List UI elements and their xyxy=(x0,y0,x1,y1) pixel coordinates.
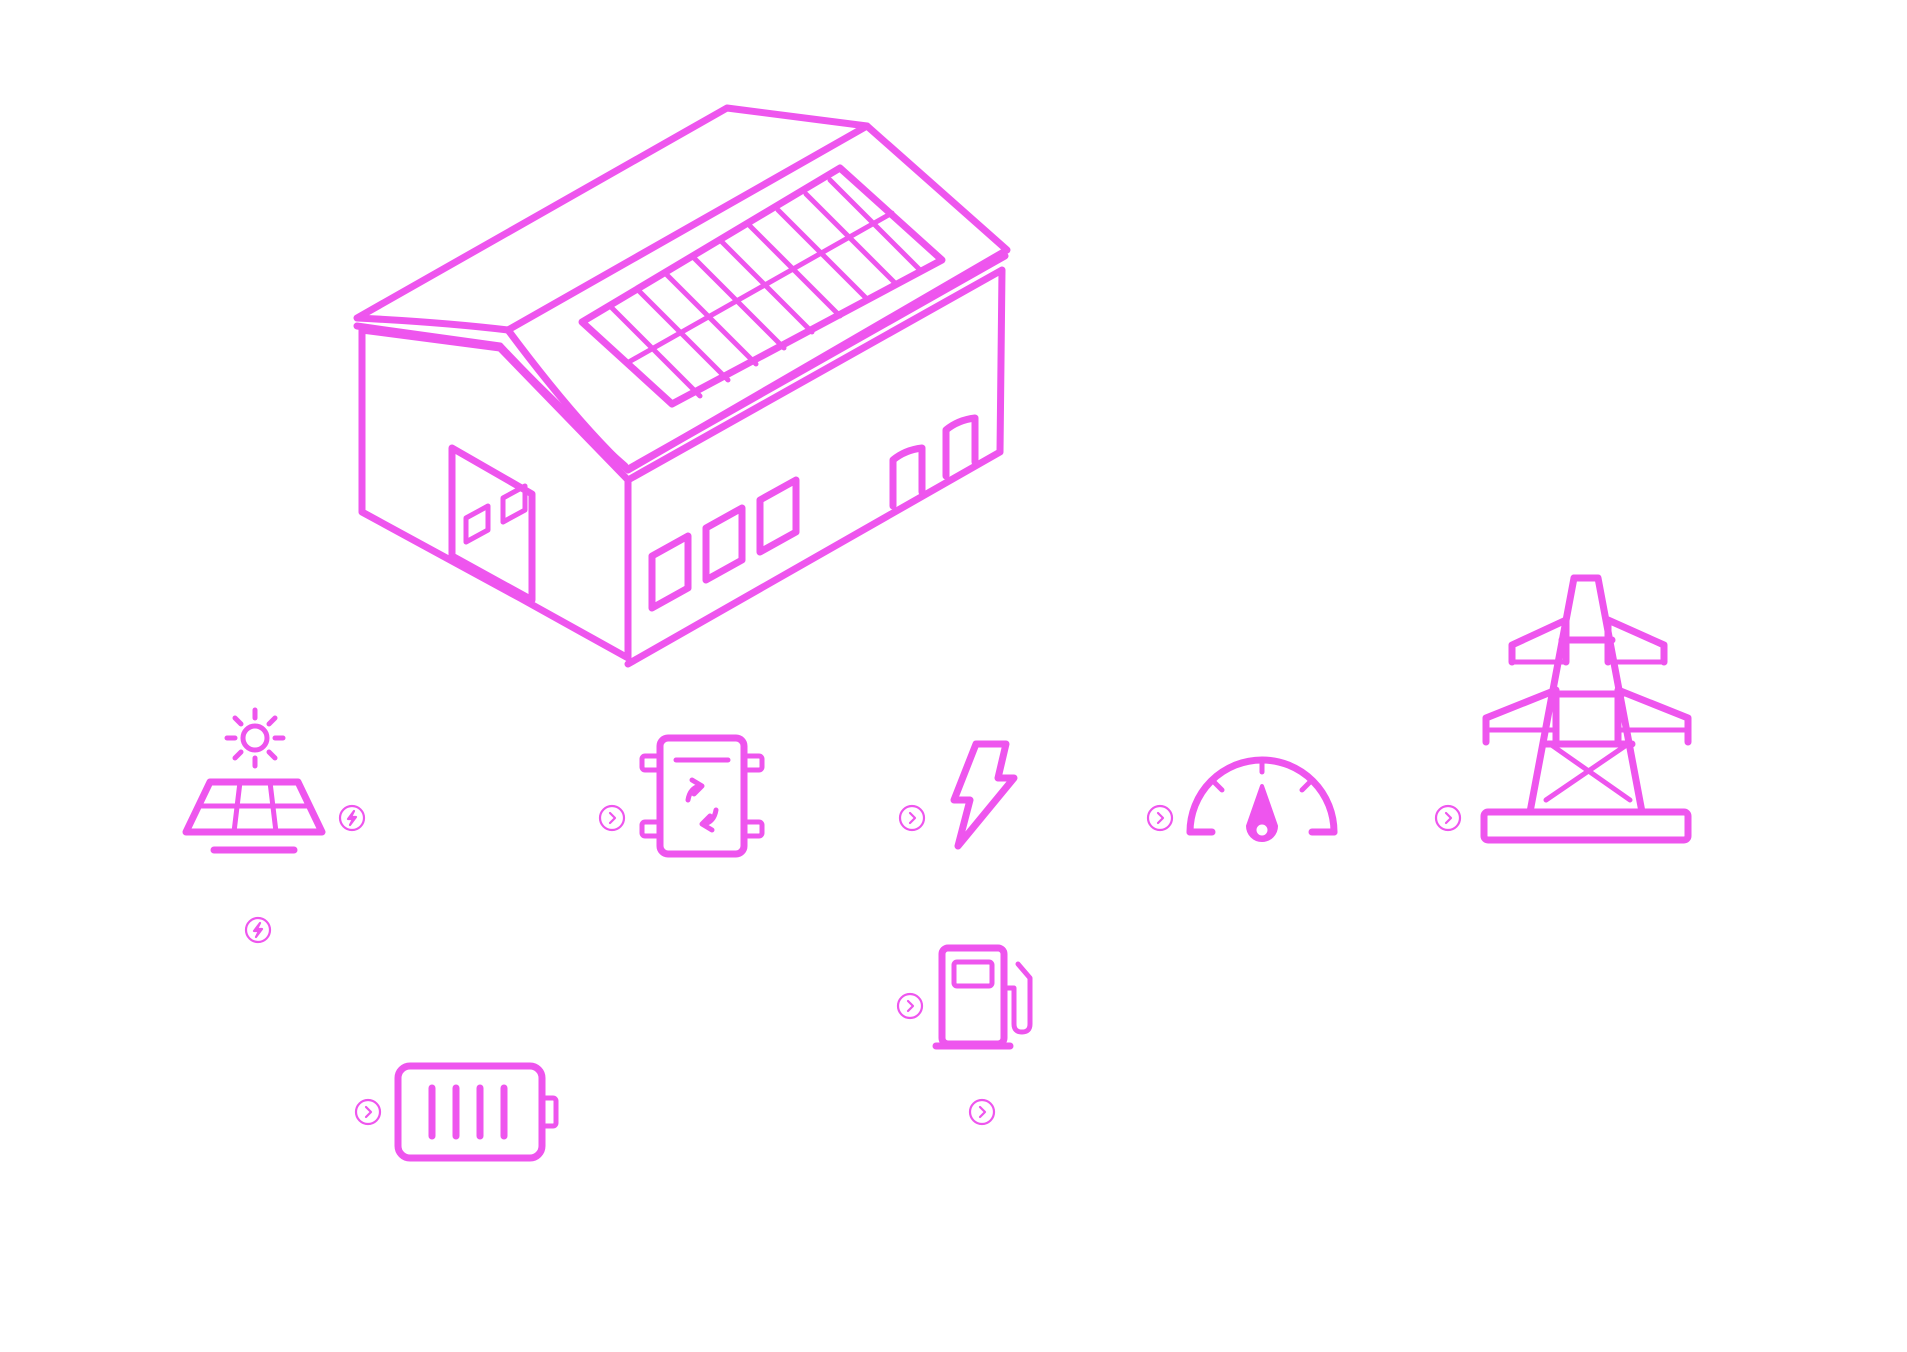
chevron-right-badge-icon xyxy=(354,1098,382,1126)
power-meter-gauge-icon xyxy=(1186,756,1338,842)
solar-panel-icon xyxy=(182,707,326,854)
inverter-icon xyxy=(639,734,765,858)
warehouse-with-solar-roof-icon xyxy=(353,104,1011,668)
chevron-right-badge-icon xyxy=(896,992,924,1020)
transmission-tower-icon xyxy=(1480,574,1692,844)
fuel-charging-station-icon xyxy=(932,944,1033,1050)
lightning-badge-icon xyxy=(244,916,272,944)
lightning-bolt-icon xyxy=(950,740,1018,850)
lightning-badge-icon xyxy=(338,804,366,832)
chevron-right-badge-icon xyxy=(598,804,626,832)
chevron-right-badge-icon xyxy=(898,804,926,832)
chevron-right-badge-icon xyxy=(1434,804,1462,832)
battery-icon xyxy=(394,1062,559,1162)
chevron-right-badge-icon xyxy=(1146,804,1174,832)
chevron-right-badge-icon xyxy=(968,1098,996,1126)
